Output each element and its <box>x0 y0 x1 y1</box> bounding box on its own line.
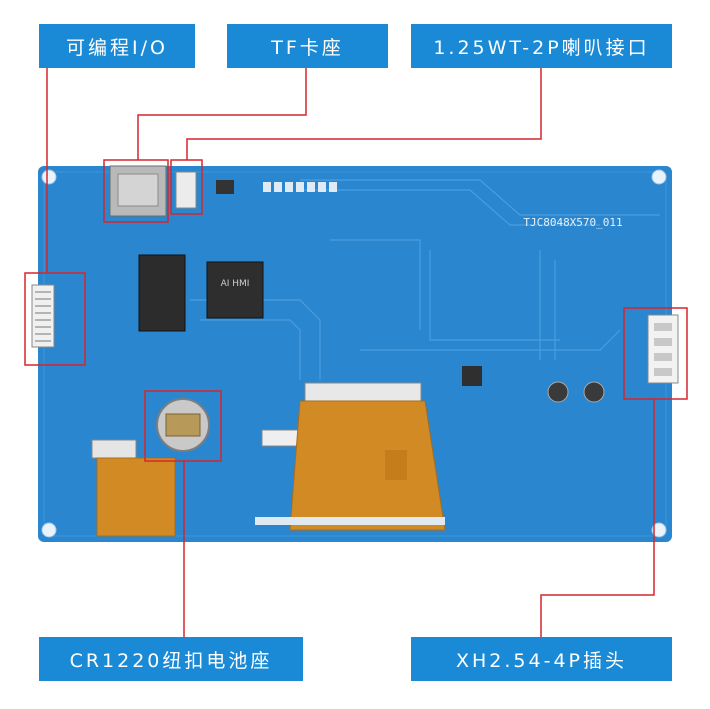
callout-box-battery <box>144 390 222 462</box>
io-connector-pins <box>35 291 51 342</box>
tf-card-slot <box>117 173 159 207</box>
mounting-hole-bl <box>41 522 57 538</box>
coin-cell-clip <box>165 413 201 437</box>
callout-lines <box>46 68 655 637</box>
pad-row <box>263 182 337 192</box>
memory-chip <box>138 254 186 332</box>
capacitor-2 <box>583 381 605 403</box>
inductor <box>462 366 482 386</box>
callout-box-tf <box>103 159 169 223</box>
mcu-chip-label: AI HMI <box>221 279 250 289</box>
mcu-chip <box>206 261 264 319</box>
mounting-hole-br <box>651 522 667 538</box>
label-battery-socket: CR1220纽扣电池座 <box>39 637 303 681</box>
leader-speaker <box>186 68 542 160</box>
capacitor-1 <box>547 381 569 403</box>
label-xh-socket: XH2.54-4P插头 <box>411 637 672 681</box>
leader-tf <box>137 68 307 160</box>
label-speaker-interface: 1.25WT-2P喇叭接口 <box>411 24 672 68</box>
callout-box-io <box>24 272 86 366</box>
lcd-connector <box>304 382 422 402</box>
lcd-flex-component <box>385 450 407 480</box>
touch-connector <box>91 439 137 459</box>
lcd-flex-cable <box>289 400 446 531</box>
label-tf-socket: TF卡座 <box>227 24 388 68</box>
mounting-hole-tr <box>651 169 667 185</box>
io-connector <box>31 284 55 348</box>
xh-connector-pins <box>654 323 672 376</box>
lcd-bottom-strip <box>255 517 445 525</box>
label-programmable-io: 可编程I/O <box>39 24 195 68</box>
board-model-silk: TJC8048X570_011 <box>523 216 622 229</box>
leader-xh <box>540 399 655 637</box>
small-ic <box>216 180 234 194</box>
callout-boxes <box>24 159 688 462</box>
mounting-hole-tl <box>41 169 57 185</box>
touch-flex-cable <box>96 457 176 537</box>
callout-box-xh <box>623 307 688 400</box>
speaker-connector <box>175 171 197 209</box>
